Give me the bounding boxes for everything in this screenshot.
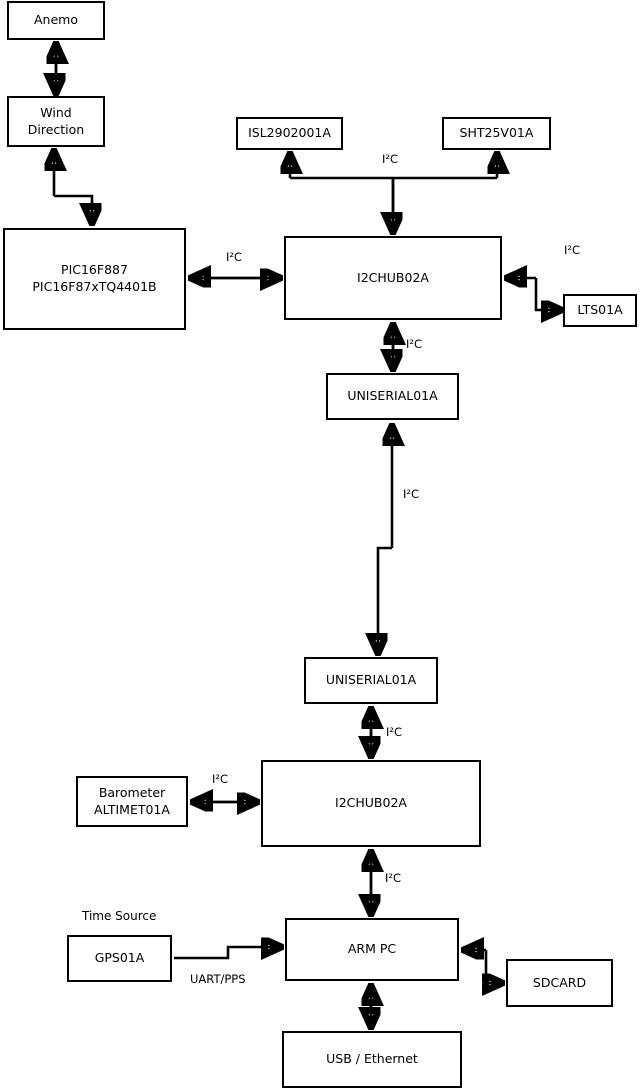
edge-label-uniserial-link: I²C <box>403 487 420 501</box>
node-lts01a[interactable]: LTS01A <box>563 294 637 327</box>
node-uniserial01a-lower[interactable]: UNISERIAL01A <box>304 657 438 704</box>
edge-label-sensor-bus: I²C <box>382 152 399 166</box>
wire-armpc-to-sdcard <box>486 950 501 983</box>
node-usb-ethernet[interactable]: USB / Ethernet <box>282 1031 462 1088</box>
edge-label-barometer-to-hub: I²C <box>212 772 229 786</box>
wire-uniserial-link-down <box>378 546 392 652</box>
node-wind-direction[interactable]: Wind Direction <box>7 96 105 147</box>
node-barometer-altimet01a[interactable]: Barometer ALTIMET01A <box>76 776 188 827</box>
wire-gps-armpc <box>174 947 280 958</box>
node-uniserial01a-lower-label: UNISERIAL01A <box>325 672 417 688</box>
node-arm-pc-label: ARM PC <box>347 941 397 957</box>
node-isl2902001a[interactable]: ISL2902001A <box>236 117 343 150</box>
node-gps01a[interactable]: GPS01A <box>67 935 172 982</box>
node-sdcard-label: SDCARD <box>532 974 587 990</box>
node-i2chub02a-bottom-label: I2CHUB02A <box>335 795 407 811</box>
wire-pic-wind-body <box>54 194 92 222</box>
node-sht25v01a-label: SHT25V01A <box>459 125 534 141</box>
node-i2chub02a-top[interactable]: I2CHUB02A <box>284 236 502 320</box>
node-gps01a-label: GPS01A <box>94 950 145 966</box>
edge-label-gps-to-armpc: UART/PPS <box>190 972 246 986</box>
node-barometer-altimet01a-label: Barometer ALTIMET01A <box>94 784 170 817</box>
node-anemo[interactable]: Anemo <box>7 1 105 40</box>
node-i2chub02a-bottom[interactable]: I2CHUB02A <box>261 760 481 847</box>
edge-label-pic-to-hub: I²C <box>226 250 243 264</box>
label-time-source: Time Source <box>82 909 157 923</box>
wire-hub-to-lts <box>534 278 560 310</box>
node-usb-ethernet-label: USB / Ethernet <box>326 1051 418 1067</box>
node-pic-mcu-label: PIC16F887 PIC16F87xTQ4401B <box>32 262 157 294</box>
node-lts01a-label: LTS01A <box>577 302 623 318</box>
node-uniserial01a-upper[interactable]: UNISERIAL01A <box>326 373 459 420</box>
node-arm-pc[interactable]: ARM PC <box>285 918 459 981</box>
node-sht25v01a[interactable]: SHT25V01A <box>442 117 551 150</box>
edge-label-hub-to-armpc: I²C <box>385 871 402 885</box>
node-i2chub02a-top-label: I2CHUB02A <box>357 269 429 285</box>
node-sdcard[interactable]: SDCARD <box>506 959 613 1007</box>
node-wind-direction-label: Wind Direction <box>27 104 85 137</box>
node-uniserial01a-upper-label: UNISERIAL01A <box>347 388 438 404</box>
node-pic-mcu[interactable]: PIC16F887 PIC16F87xTQ4401B <box>3 228 186 330</box>
node-anemo-label: Anemo <box>34 12 78 28</box>
edge-label-uniserial-to-hub-bottom: I²C <box>386 725 403 739</box>
edge-label-hub-to-uniserial: I²C <box>406 337 423 351</box>
node-isl2902001a-label: ISL2902001A <box>248 125 331 141</box>
edge-label-hub-to-lts: I²C <box>564 243 581 257</box>
